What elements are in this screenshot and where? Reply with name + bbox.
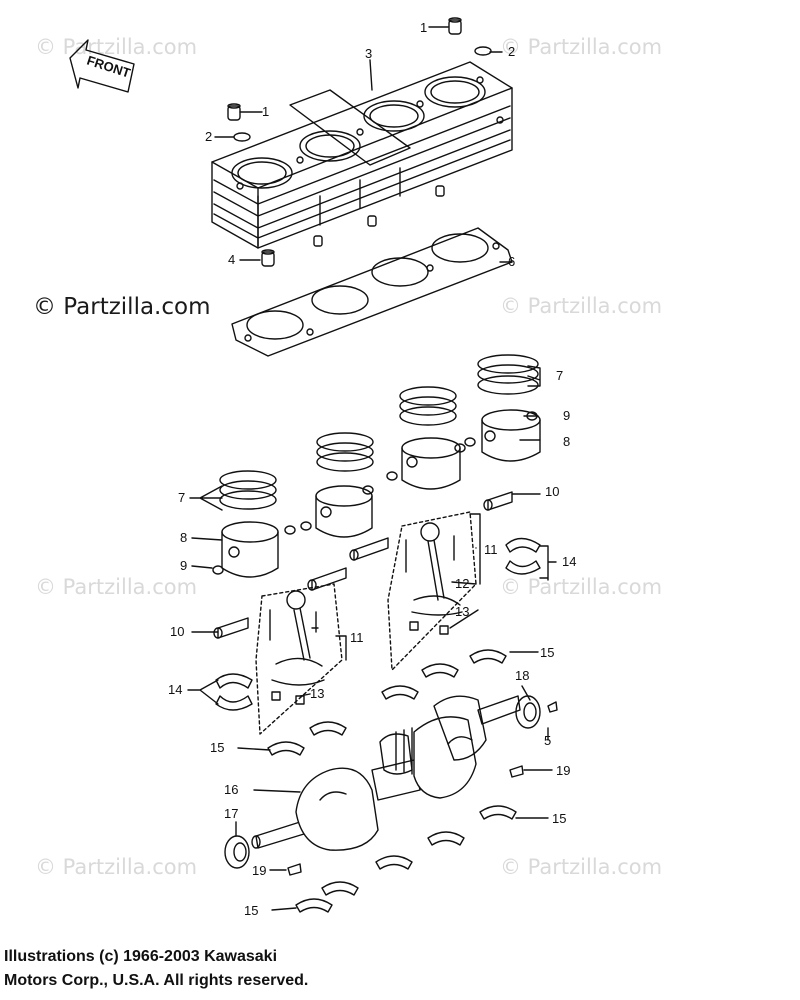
- callout-label: 2: [205, 129, 212, 144]
- watermark: © Partzilla.com: [500, 294, 663, 318]
- copyright-line: Motors Corp., U.S.A. All rights reserved…: [4, 972, 309, 989]
- callout-label: 9: [180, 558, 187, 573]
- callout-label: 5: [544, 733, 551, 748]
- callout-label: 9: [563, 408, 570, 423]
- callout-label: 2: [508, 44, 515, 59]
- callout-label: 7: [556, 368, 563, 383]
- callout-label: 14: [562, 554, 576, 569]
- connecting-rod: [255, 511, 477, 735]
- piston-pin: [213, 491, 513, 639]
- watermark: © Partzilla.com: [35, 575, 198, 599]
- callout-label: 18: [515, 668, 529, 683]
- watermark: © Partzilla.com: [500, 855, 663, 879]
- callouts: 1 2 3 1 2 4 6 7 9 8 10 7 8 9 11 12 14 13…: [168, 20, 576, 918]
- cylinder-block: [211, 61, 513, 249]
- watermark: © Partzilla.com: [35, 35, 198, 59]
- o-ring: [474, 46, 492, 56]
- callout-label: 11: [484, 542, 498, 557]
- dowel-pin: [547, 701, 558, 713]
- callout-label: 11: [350, 630, 364, 645]
- dowel-pin: [227, 103, 241, 121]
- callout-label: 19: [556, 763, 570, 778]
- dowel-pin: [448, 17, 462, 35]
- piston-rings: [219, 354, 539, 510]
- copyright-line: Illustrations (c) 1966-2003 Kawasaki: [4, 948, 278, 965]
- callout-label: 7: [178, 490, 185, 505]
- callout-label: 1: [420, 20, 427, 35]
- callout-label: 6: [508, 254, 515, 269]
- callout-label: 13: [310, 686, 324, 701]
- watermark: © Partzilla.com: [500, 35, 663, 59]
- head-gasket: [231, 227, 513, 357]
- watermark: © Partzilla.com: [35, 855, 198, 879]
- callout-label: 12: [455, 576, 469, 591]
- watermark: © Partzilla.com: [33, 294, 211, 320]
- crankshaft: [251, 695, 521, 851]
- callout-label: 10: [545, 484, 559, 499]
- callout-label: 3: [365, 46, 372, 61]
- callout-label: 15: [540, 645, 554, 660]
- bearing-shell: [215, 537, 541, 913]
- copyright-notice: Illustrations (c) 1966-2003 Kawasaki Mot…: [4, 945, 794, 993]
- callout-label: 15: [552, 811, 566, 826]
- callout-label: 8: [180, 530, 187, 545]
- oil-seal: [224, 695, 541, 869]
- callout-label: 8: [563, 434, 570, 449]
- callout-label: 13: [455, 604, 469, 619]
- callout-label: 1: [262, 104, 269, 119]
- callout-label: 10: [170, 624, 184, 639]
- callout-label: 15: [244, 903, 258, 918]
- callout-label: 4: [228, 252, 235, 267]
- callout-label: 17: [224, 806, 238, 821]
- watermark: © Partzilla.com: [500, 575, 663, 599]
- dowel-pin: [261, 249, 275, 267]
- front-arrow-icon: [69, 39, 135, 93]
- callout-label: 19: [252, 863, 266, 878]
- o-ring: [233, 132, 251, 142]
- callout-label: 16: [224, 782, 238, 797]
- callout-label: 14: [168, 682, 182, 697]
- callout-label: 15: [210, 740, 224, 755]
